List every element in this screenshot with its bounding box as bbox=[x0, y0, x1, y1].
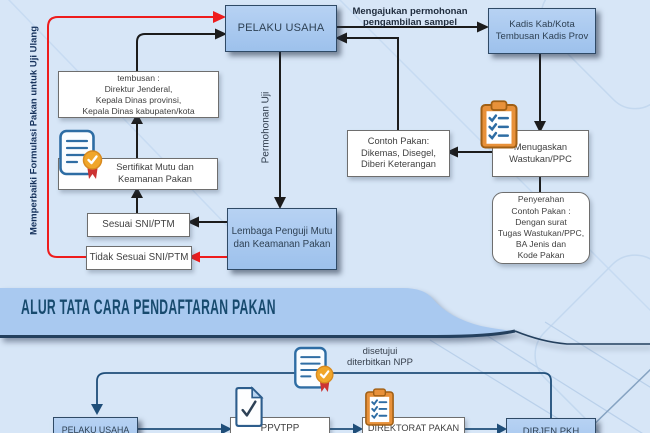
arrow-tembusan-to-pelaku bbox=[136, 33, 216, 71]
arrow-contoh-to-pelaku bbox=[346, 37, 399, 130]
box-dirjen-pkh: DIRJEN PKH bbox=[506, 418, 596, 433]
clipboard-checklist-icon bbox=[365, 388, 394, 426]
certificate-document-icon bbox=[294, 346, 334, 392]
box-sesuai-sni-ptm: Sesuai SNI/PTM bbox=[87, 213, 190, 237]
banner-underline bbox=[0, 329, 516, 338]
box-pelaku-usaha-top: PELAKU USAHA bbox=[225, 5, 337, 52]
clipboard-checklist-icon bbox=[480, 100, 518, 149]
box-lembaga-penguji: Lembaga Penguji Mutu dan Keamanan Pakan bbox=[227, 208, 337, 270]
label-disetujui-npp: disetujui diterbitkan NPP bbox=[346, 346, 413, 369]
label-memperbaiki-formulasi: Memperbaiki Formulasi Pakan untuk Uji Ul… bbox=[28, 25, 40, 236]
label-mengajukan-permohonan: Mengajukan permohonan pengambilan sampel bbox=[352, 6, 468, 29]
box-tidak-sesuai-sni-ptm: Tidak Sesuai SNI/PTM bbox=[86, 246, 192, 270]
banner-tail-line bbox=[514, 330, 650, 345]
banner-title: ALUR TATA CARA PENDAFTARAN PAKAN bbox=[21, 296, 276, 319]
banner-ribbon-shape bbox=[0, 288, 515, 338]
certificate-document-icon bbox=[59, 129, 103, 179]
box-tembusan: tembusan : Direktur Jenderal, Kepala Din… bbox=[58, 71, 219, 118]
label-permohonan-uji: Permohonan Uji bbox=[260, 91, 272, 164]
box-pelaku-usaha-bottom: PELAKU USAHA bbox=[53, 417, 138, 433]
red-feedback-loop bbox=[47, 16, 214, 258]
box-kadis-kab-kota: Kadis Kab/Kota Tembusan Kadis Prov bbox=[488, 8, 596, 54]
box-contoh-pakan: Contoh Pakan: Dikemas, Disegel, Diberi K… bbox=[347, 130, 450, 177]
box-penyerahan-contoh-pakan: Penyerahan Contoh Pakan : Dengan surat T… bbox=[492, 192, 590, 264]
dark-diagonal-decoration bbox=[584, 368, 650, 433]
document-check-icon bbox=[235, 386, 264, 427]
